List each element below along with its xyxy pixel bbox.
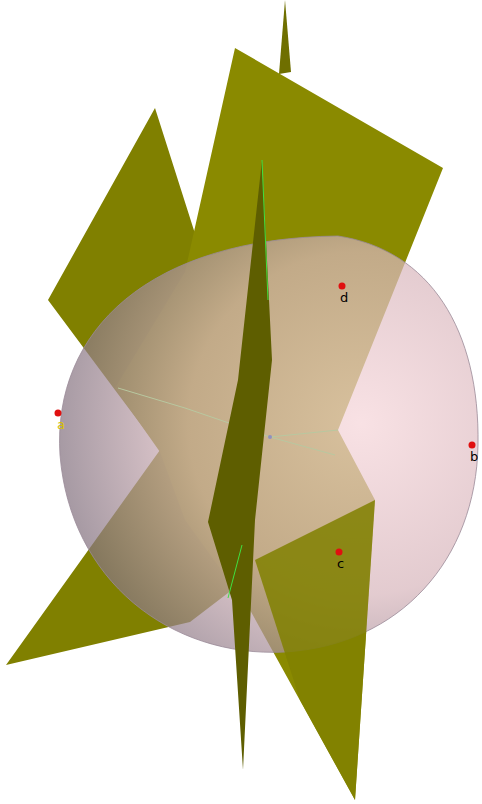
- intersection-line: [270, 430, 338, 437]
- point-label: c: [337, 557, 344, 570]
- intersection-line: [228, 545, 242, 598]
- intersection-line: [262, 160, 268, 300]
- point-dot: [55, 410, 62, 417]
- center-dot: [268, 435, 272, 439]
- point-label: d: [340, 291, 348, 304]
- point-dot: [339, 283, 346, 290]
- plane: [255, 500, 375, 800]
- point-dot: [469, 442, 476, 449]
- plane: [279, 0, 291, 74]
- point-label: a: [57, 418, 65, 431]
- point-dot: [336, 549, 343, 556]
- point-label: b: [470, 450, 478, 463]
- plane: [208, 160, 272, 770]
